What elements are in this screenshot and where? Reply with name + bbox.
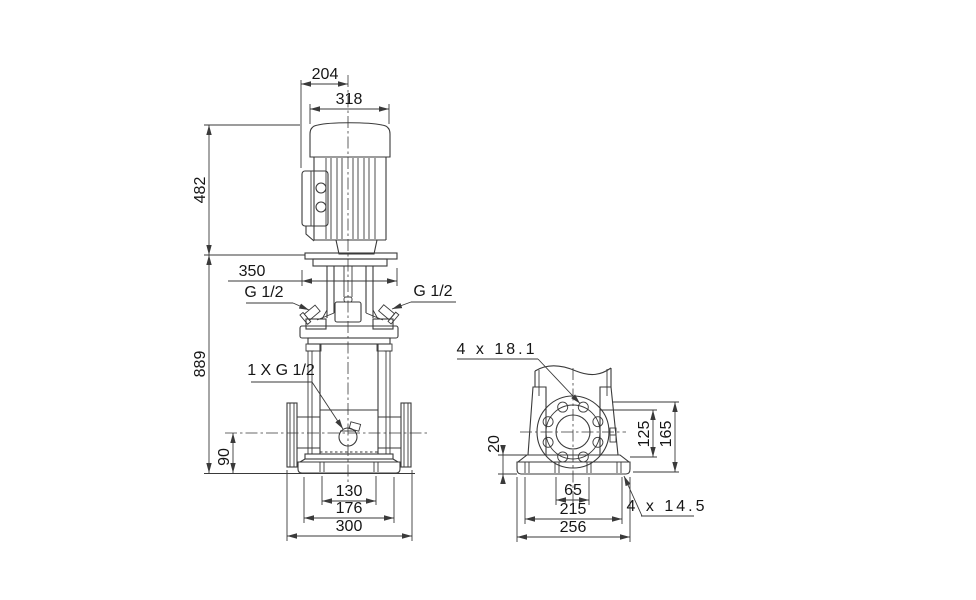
side-view: [516, 365, 631, 506]
pin-detail: [609, 427, 617, 443]
vent-plug-right: [377, 304, 400, 325]
suction-flange: [286, 402, 320, 468]
dim-90-label: 90: [216, 448, 233, 466]
dim-300-label: 300: [336, 518, 363, 535]
staybolt-nut: [305, 343, 322, 352]
bolt-hole: [577, 401, 589, 413]
plug-left-label: G 1/2: [244, 284, 283, 301]
motor: [301, 122, 391, 255]
discharge-flange: [378, 402, 412, 468]
side-dimensions: 4 x 18.1 20 125 165 65 215 256 4 x 14.5: [457, 341, 708, 542]
base-holes-label: 4 x 14.5: [627, 498, 708, 515]
shaft: [343, 266, 353, 297]
plug-right-label: G 1/2: [413, 283, 452, 300]
dim-482-label: 482: [192, 177, 209, 204]
dim-350-label: 350: [239, 263, 266, 280]
bolt-hole: [542, 436, 554, 448]
pump-head: [299, 304, 400, 352]
dim-176-label: 176: [336, 500, 363, 517]
cable-entry-hole: [315, 201, 327, 213]
bolt-hole: [592, 416, 604, 428]
front-view: [204, 75, 428, 483]
motor-adapter: [335, 239, 378, 255]
pump-sleeve: [306, 343, 392, 454]
pump-base: [297, 453, 401, 474]
dim-256-label: 256: [560, 519, 587, 536]
bolt-hole: [542, 416, 554, 428]
motor-fins: [325, 158, 376, 239]
pump-column: [534, 365, 612, 396]
staybolts: [307, 351, 391, 454]
vent-plug-left: [299, 304, 321, 325]
flange-holes-label: 4 x 18.1: [457, 341, 538, 358]
base-mounting-holes: [319, 462, 379, 472]
base-mounting-holes: [524, 462, 622, 473]
head-flange: [299, 325, 399, 339]
coupling: [334, 301, 362, 323]
dim-130-label: 130: [336, 483, 363, 500]
dim-165-label: 165: [658, 421, 675, 448]
dim-889-label: 889: [192, 351, 209, 378]
drain-port-label: 1 X G 1/2: [247, 362, 315, 379]
dim-318-label: 318: [336, 91, 363, 108]
front-dimensions: 204 318 482 889 350 G 1/2 G 1/2 1 X G 1/…: [192, 66, 456, 541]
drain-plug: [338, 421, 362, 447]
dim-215-label: 215: [560, 501, 587, 518]
motor-stool: [304, 252, 398, 323]
fan-cover: [309, 122, 391, 158]
dim-20-label: 20: [486, 435, 503, 453]
staybolt-nut: [376, 343, 393, 352]
cable-entry-hole: [315, 182, 327, 194]
dim-204-label: 204: [312, 66, 339, 83]
bolt-hole: [592, 436, 604, 448]
dim-65-label: 65: [564, 482, 582, 499]
side-base: [516, 454, 631, 475]
break-line: [534, 365, 612, 376]
terminal-box: [301, 170, 329, 242]
dim-125-label: 125: [636, 421, 653, 448]
bolt-hole: [557, 401, 569, 413]
